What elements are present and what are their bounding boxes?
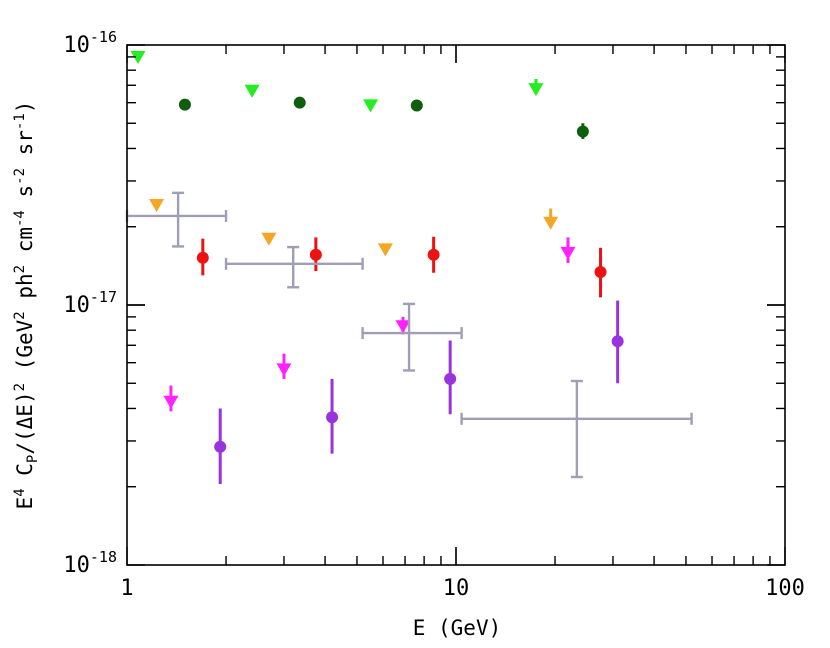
x-tick-label: 10	[443, 576, 470, 601]
data-point	[149, 198, 165, 212]
data-point	[163, 395, 179, 409]
data-point	[611, 335, 624, 348]
axis-ticks	[126, 44, 786, 566]
series-3	[196, 236, 607, 298]
data-point	[214, 440, 227, 453]
data-point	[309, 248, 322, 261]
data-point	[293, 96, 306, 109]
plot-frame	[126, 44, 786, 566]
data-point	[326, 411, 339, 424]
tick-labels: 1 10 100 10-18 10-17 10-16	[63, 28, 804, 601]
data-point	[410, 99, 423, 112]
y-tick-label: 10-17	[63, 288, 117, 318]
x-tick-label: 100	[765, 576, 805, 601]
data-point	[244, 84, 260, 98]
series-2	[149, 198, 559, 257]
y-axis-title: E4 CP/(ΔE)2 (GeV2 ph2 cm-4 s-2 sr-1)	[12, 101, 41, 510]
data-point	[594, 265, 607, 278]
data-point	[560, 246, 576, 260]
data-point	[444, 372, 457, 385]
x-axis-title: E (GeV)	[413, 616, 502, 640]
series-6	[125, 191, 693, 479]
data-point	[196, 251, 209, 264]
series-1	[130, 51, 544, 113]
series-4	[163, 237, 576, 412]
data-point	[576, 125, 589, 138]
data-point	[261, 232, 277, 246]
data-point	[543, 216, 559, 230]
y-tick-label: 10-18	[63, 548, 117, 578]
series-0	[178, 96, 589, 139]
y-tick-label: 10-16	[63, 28, 117, 58]
plot-marks	[125, 51, 693, 484]
data-point	[377, 243, 393, 257]
data-point	[427, 248, 440, 261]
data-point	[130, 51, 146, 65]
x-tick-label: 1	[120, 576, 133, 601]
data-point	[528, 83, 544, 97]
data-point	[395, 320, 411, 334]
data-point	[363, 99, 379, 113]
series-5	[214, 300, 624, 484]
data-point	[276, 363, 292, 377]
data-point	[178, 98, 191, 111]
